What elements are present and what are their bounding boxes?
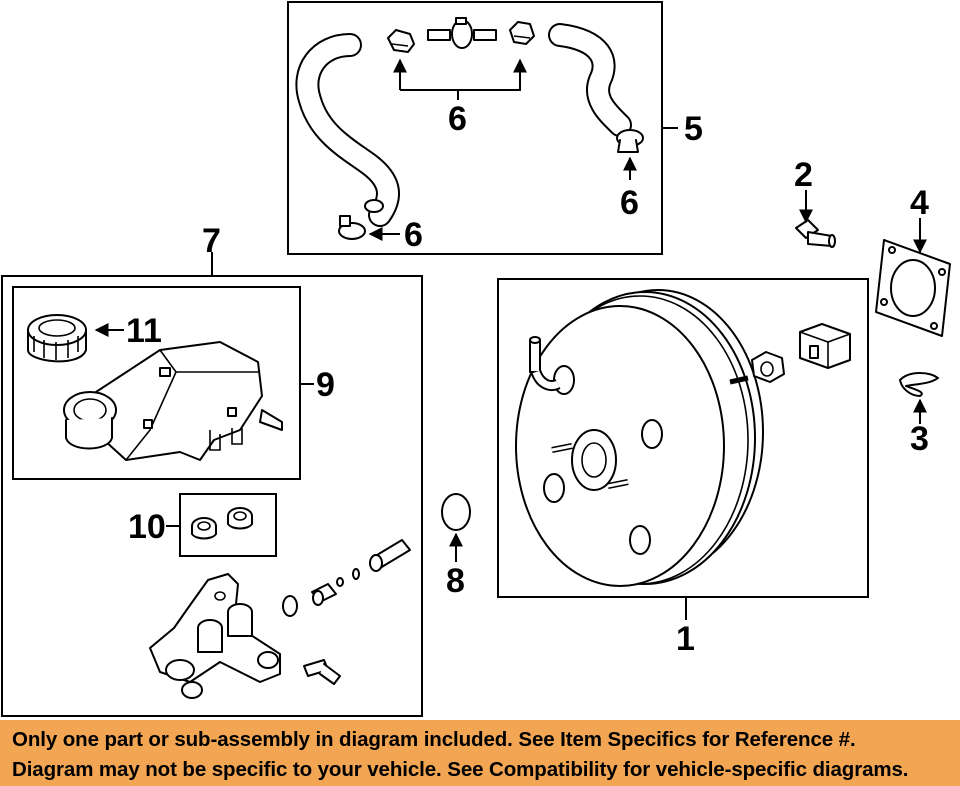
disclaimer-line-2: Diagram may not be specific to your vehi… (12, 758, 909, 781)
left-vacuum-hose (295, 33, 400, 227)
hose-clamp-bottom (338, 215, 366, 240)
vacuum-inlet-fitting (529, 336, 561, 391)
callout-11: 11 (126, 312, 162, 350)
brake-booster-parts-diagram: 6 6 6 5 2 4 3 (1, 1, 951, 717)
brake-fluid-reservoir (63, 341, 283, 461)
master-cylinder-fittings (282, 539, 411, 685)
callout-6-right: 6 (620, 184, 639, 222)
callout-7: 7 (202, 222, 221, 260)
callout-6-top: 6 (448, 100, 467, 138)
callout-5: 5 (684, 110, 703, 148)
vacuum-hose-group: 6 6 6 5 (287, 1, 703, 255)
disclaimer-line-1: Only one part or sub-assembly in diagram… (12, 728, 856, 751)
callout-4: 4 (910, 184, 929, 222)
rod-nut (751, 351, 785, 383)
disclaimer-banner: Only one part or sub-assembly in diagram… (0, 720, 960, 786)
callout-2: 2 (794, 156, 813, 194)
right-vacuum-hose (548, 23, 632, 137)
mounting-bolt: 2 (794, 156, 836, 248)
booster-o-ring: 8 (441, 493, 471, 600)
callout-6-bottom: 6 (404, 216, 423, 254)
hose-clamp-right (616, 129, 644, 153)
callout-10: 10 (128, 508, 166, 546)
retaining-clip: 3 (899, 372, 939, 458)
reservoir-cap: 11 (27, 312, 162, 363)
master-cylinder-body (149, 573, 281, 699)
check-valve (427, 17, 497, 49)
callout-9: 9 (316, 366, 335, 404)
callout-8: 8 (446, 562, 465, 600)
reservoir-grommets (191, 507, 253, 540)
callout-3: 3 (910, 420, 929, 458)
brake-booster-frame (497, 278, 869, 598)
booster-gasket: 4 (875, 184, 951, 337)
master-cylinder-group: 7 9 11 (1, 222, 423, 717)
booster-shell-front (515, 305, 725, 587)
master-cylinder-frame (1, 275, 423, 717)
callout-1: 1 (676, 620, 695, 658)
brake-booster-group: 1 (497, 278, 869, 658)
clevis-yoke (799, 323, 851, 369)
hose-clamp-top-left (387, 29, 415, 53)
hose-clamp-top-right (509, 21, 535, 45)
